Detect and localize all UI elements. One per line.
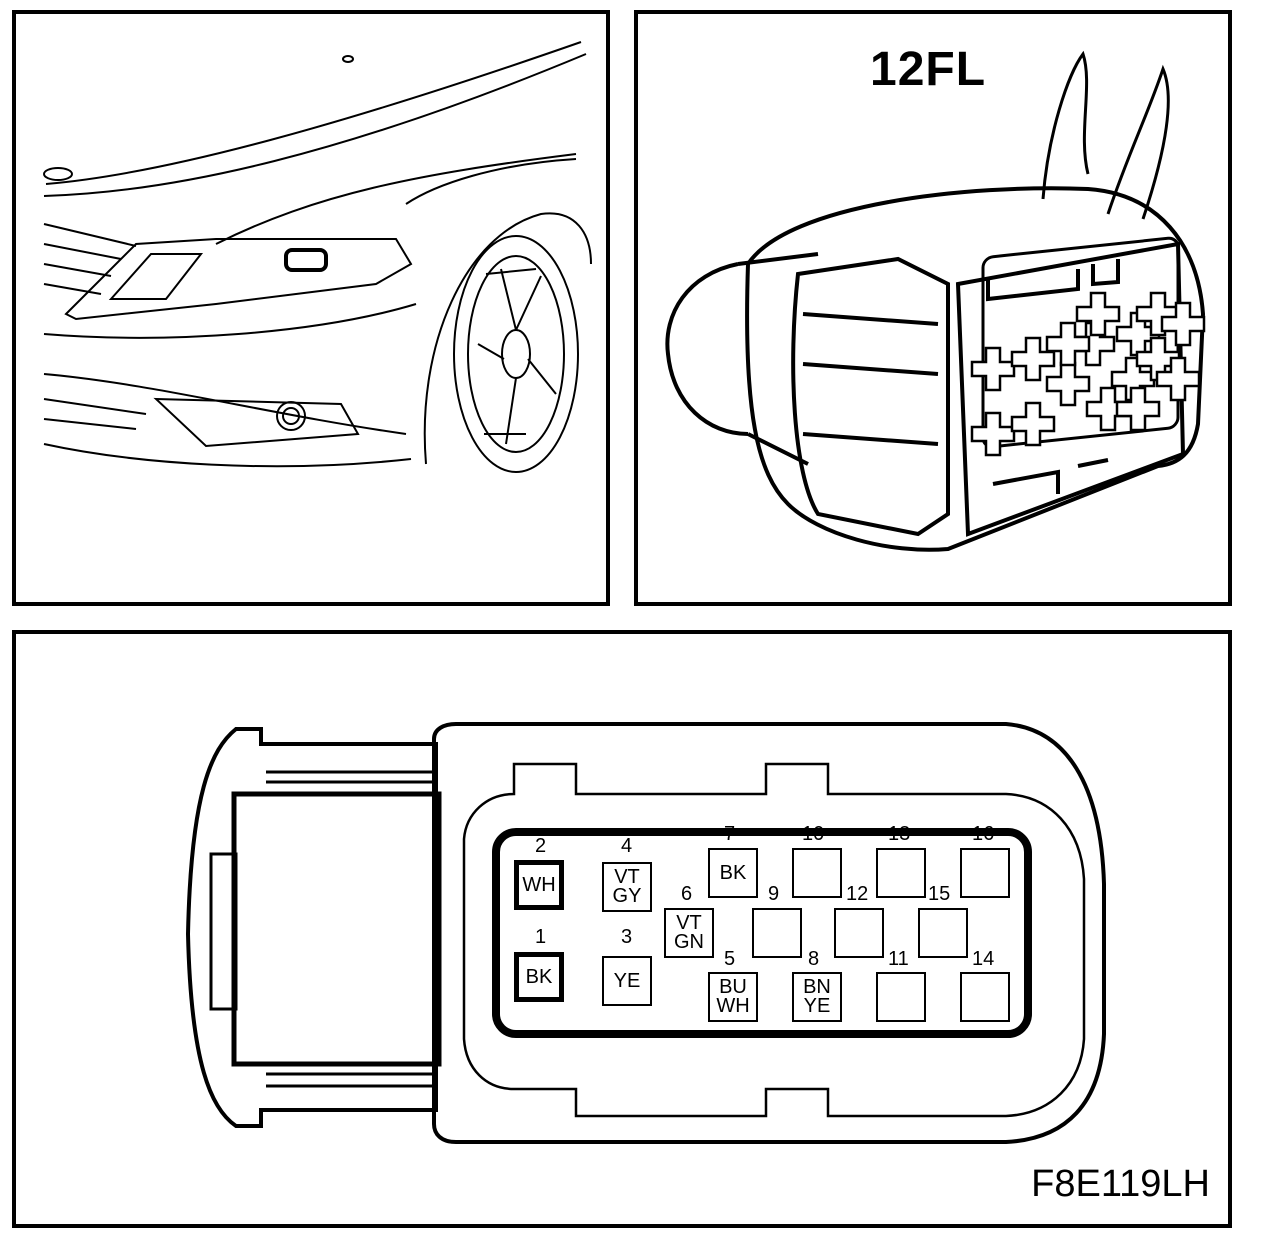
pin-3-number: 3: [621, 926, 633, 948]
pin-1-cavity: BK: [514, 952, 564, 1002]
connector-id-label: 12FL: [870, 43, 987, 96]
pin-13-number: 13: [888, 823, 911, 845]
pin-4-number: 4: [621, 835, 633, 857]
connector-view-panel: 12FL: [634, 10, 1232, 606]
pin-1-number: 1: [535, 926, 547, 948]
pin-16-cavity: [960, 848, 1010, 898]
pin-3-cavity: YE: [602, 956, 652, 1006]
pin-16-number: 16: [972, 823, 995, 845]
pin-10-cavity: [792, 848, 842, 898]
pin-11-cavity: [876, 972, 926, 1022]
pin-2-number: 2: [535, 835, 547, 857]
pin-6-wire-color: VT: [676, 912, 702, 934]
pin-9-cavity: [752, 908, 802, 958]
pin-12-cavity: [834, 908, 884, 958]
connector-illustration: [665, 50, 1206, 552]
pin-7-wire-color: BK: [719, 861, 747, 884]
pin-3-wire-color: YE: [613, 969, 641, 992]
pin-13-cavity: [876, 848, 926, 898]
pin-11-number: 11: [888, 948, 909, 970]
pin-14-number: 14: [972, 948, 995, 970]
pin-4-wire-color: GY: [612, 885, 642, 907]
vehicle-location-panel: [12, 10, 610, 606]
pin-7-number: 7: [724, 823, 736, 845]
connector-face-outline: [185, 722, 1106, 1144]
pin-8-number: 8: [808, 948, 820, 970]
pin-14-cavity: [960, 972, 1010, 1022]
pin-10-number: 10: [802, 823, 825, 845]
figure-code: F8E119LH: [1031, 1163, 1210, 1205]
pin-1-wire-color: BK: [525, 965, 553, 988]
pin-9-number: 9: [768, 883, 780, 905]
pin-15-number: 15: [928, 883, 951, 905]
pin-2-cavity: WH: [514, 860, 564, 910]
pin-6-number: 6: [681, 883, 693, 905]
pin-4-wire-color: VT: [614, 866, 640, 888]
pin-6-wire-color: GN: [674, 931, 704, 953]
pin-8-wire-color: BN: [803, 976, 831, 998]
pin-7-cavity: BK: [708, 848, 758, 898]
pin-12-number: 12: [846, 883, 869, 905]
pin-5-number: 5: [724, 948, 736, 970]
pin-8-wire-color: YE: [803, 995, 831, 1017]
pin-15-cavity: [918, 908, 968, 958]
vehicle-front-illustration: [43, 41, 592, 473]
pin-5-wire-color: BU: [719, 976, 747, 998]
pin-2-wire-color: WH: [522, 873, 556, 896]
pin-5-wire-color: WH: [716, 995, 750, 1017]
